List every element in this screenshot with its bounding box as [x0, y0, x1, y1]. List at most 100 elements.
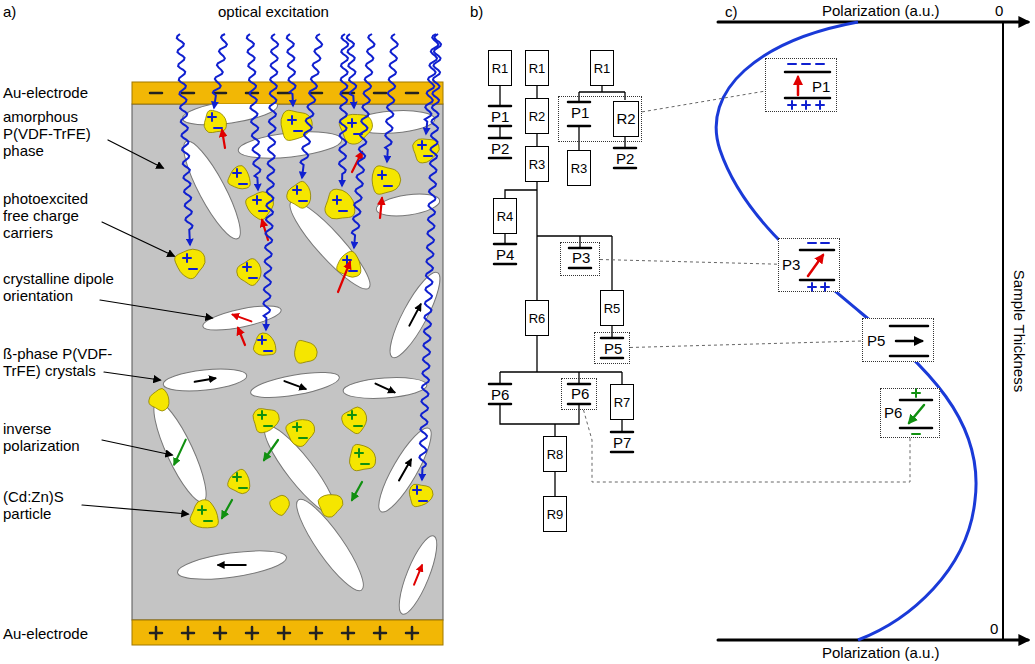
crystal [176, 545, 288, 584]
capacitor-plate [611, 431, 633, 434]
light-arrow [352, 34, 375, 248]
polarization-arrow [380, 198, 382, 218]
electrode-charge [379, 627, 382, 639]
resistor-label: R4 [497, 209, 514, 224]
particle [342, 407, 367, 434]
highlight-box: P1R2 [558, 96, 642, 142]
resistor-box: R3 [525, 146, 549, 182]
electrode-charge [251, 627, 254, 639]
wire [554, 424, 555, 436]
electrode-charge [150, 92, 162, 95]
crystal [371, 422, 440, 517]
plus-sign [824, 283, 826, 291]
resistor-label: R3 [529, 157, 546, 172]
plus-sign [351, 119, 353, 127]
polarization-arrow [896, 340, 922, 343]
minus-sign [299, 437, 307, 439]
electrode-charge [246, 92, 258, 95]
minus-sign [239, 183, 247, 185]
minus-sign [239, 487, 247, 489]
caption-label: optical excitation [218, 3, 329, 20]
plus-sign [236, 169, 238, 177]
polarization-label: P3 [572, 250, 590, 266]
minus-sign [294, 130, 302, 132]
particle [204, 110, 226, 132]
capacitor-plate [489, 383, 511, 386]
component-label: P4 [496, 246, 514, 263]
minus-sign [204, 520, 212, 522]
plus-sign [819, 101, 821, 109]
minus-sign [214, 127, 222, 129]
crystal [249, 367, 341, 402]
particle [325, 189, 355, 219]
highlight-box: P5 [594, 332, 630, 364]
dipole-arrow [399, 460, 411, 481]
resistor-label: R8 [547, 447, 564, 462]
capacitor-plate [800, 279, 834, 282]
capacitor-plate [489, 403, 511, 406]
wire [536, 336, 537, 372]
component-label: P1 [491, 108, 509, 125]
part-label: Au-electrode [3, 625, 88, 642]
panel-content [145, 104, 443, 618]
capacitor-plate [568, 101, 590, 104]
plus-sign [421, 141, 423, 149]
inset-ground [880, 388, 940, 438]
inset-box: P5 [862, 318, 934, 362]
plus-sign [261, 336, 263, 344]
minus-sign [419, 500, 427, 502]
electrode-charge [347, 627, 350, 639]
particle [228, 165, 250, 188]
particle [295, 340, 318, 363]
axis [718, 21, 1028, 24]
resistor-label: R3 [571, 161, 588, 176]
light-arrow [300, 34, 322, 178]
plus-sign [236, 473, 238, 481]
resistor-box: R1 [525, 50, 549, 86]
capacitor-plate [900, 427, 932, 430]
particle [237, 259, 261, 286]
resistor-box: R5 [600, 290, 624, 326]
light-arrow [263, 34, 278, 330]
electrode-charge [187, 627, 190, 639]
capacitor-plate [614, 167, 636, 170]
wire [499, 86, 500, 106]
minus-sign [249, 277, 257, 279]
light-arrow [247, 34, 261, 190]
electrode-charge [411, 627, 414, 639]
part-label: inverse polarization [3, 420, 115, 454]
minus-sign [349, 270, 357, 272]
leader-line [100, 300, 212, 318]
leader-line [108, 140, 163, 168]
electrode-charge [310, 92, 322, 95]
polarization-label: P3 [782, 257, 800, 273]
highlight-box: P6 [561, 378, 597, 410]
electrode-charge [155, 627, 158, 639]
resistor-label: R9 [547, 507, 564, 522]
capacitor-plate [494, 263, 516, 266]
electrode-charge [374, 92, 386, 95]
plus-sign [358, 449, 360, 457]
wire [624, 136, 625, 148]
part-label: photoexcited free charge carriers [3, 190, 115, 241]
axis [718, 639, 1028, 642]
axis-label: Sample Thickness [1011, 270, 1028, 392]
panel-letter: a) [3, 3, 16, 20]
wire [621, 372, 622, 384]
polarization-arrow [262, 220, 268, 240]
capacitor-plate [785, 71, 830, 74]
part-label: crystalline dipole orientation [3, 270, 115, 304]
inset-box: P3 [778, 238, 840, 292]
wire [505, 190, 537, 198]
crystal [162, 366, 248, 395]
inset-ground [778, 238, 840, 292]
resistor-label: R5 [604, 301, 621, 316]
resistor-box: R9 [543, 496, 567, 532]
wire [579, 91, 625, 92]
minus-sign [788, 63, 796, 65]
polarization-arrow [352, 482, 362, 500]
crystal [201, 301, 283, 335]
dipole-arrow [409, 304, 420, 325]
plus-sign [915, 389, 917, 397]
